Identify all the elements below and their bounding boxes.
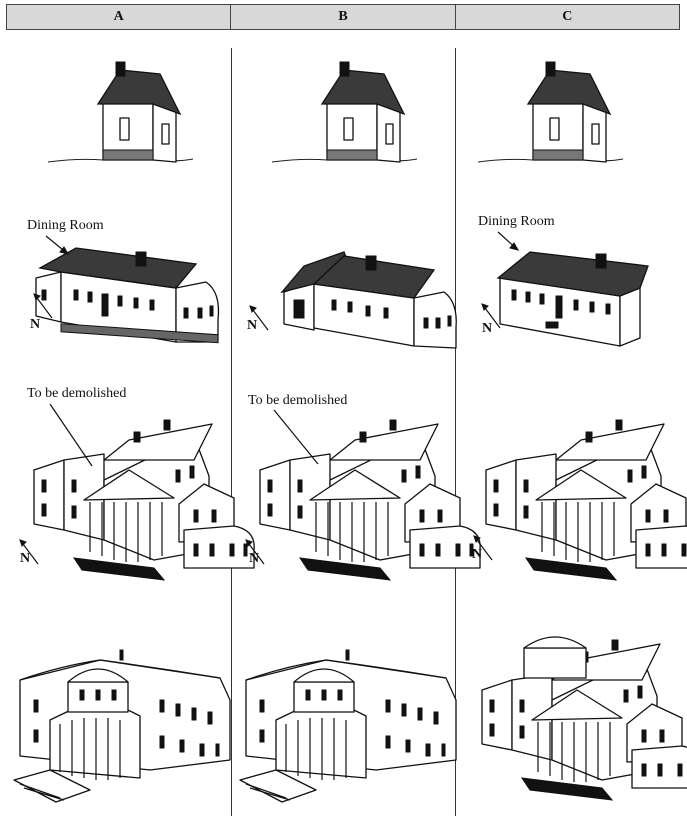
domed-mansion-b [239,649,457,803]
column-header-b: B [231,5,456,29]
demolish-label-a: To be demolished [27,386,127,401]
cottage-b [271,61,418,163]
north-label-c-row3: N [472,547,483,562]
demolish-label-b: To be demolished [248,393,348,408]
leader-lines [45,231,520,467]
north-label-b-row2: N [247,318,258,333]
dining-room-label-c: Dining Room [478,214,555,229]
portico-house-b [259,419,481,581]
column-divider-1 [231,48,232,816]
north-label-c-row2: N [482,321,493,336]
north-label-b-row3: N [249,551,260,566]
house-c-row2 [497,251,649,347]
house-b-row2 [281,251,457,349]
north-label-a-row3: N [20,551,31,566]
portico-house-a [33,419,255,581]
cottage-c [477,61,624,163]
domed-mansion-a [13,649,231,803]
column-header-c: C [562,9,573,24]
dining-room-label-a: Dining Room [27,218,104,233]
north-arrows [19,293,501,565]
house-a-row2 [35,247,220,344]
portico-house-c [485,419,687,581]
column-header-row: A B C [6,4,680,30]
column-header-a: A [7,5,232,29]
cottage-a [47,61,194,163]
column-divider-2 [455,48,456,816]
dome-c [523,636,587,679]
north-label-a-row2: N [30,317,41,332]
